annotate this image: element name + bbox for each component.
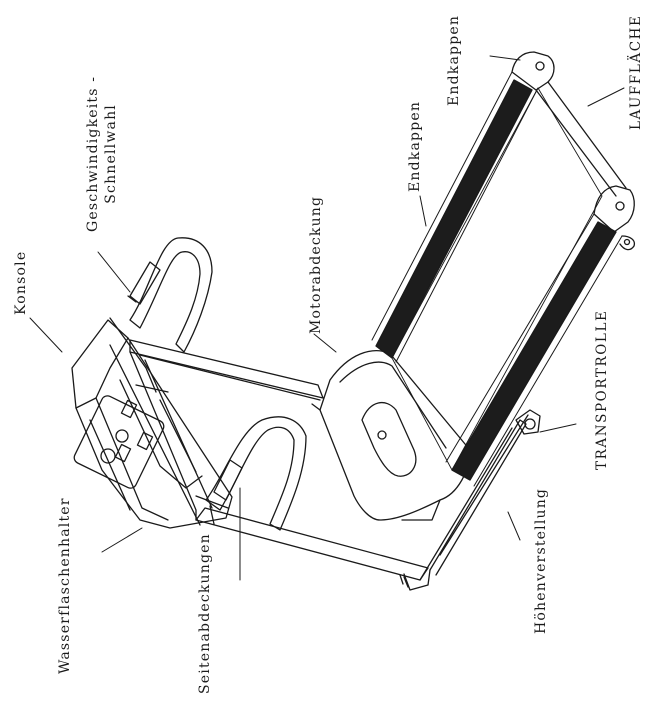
handlebar-lower xyxy=(195,416,307,531)
label-geschw-line1: Geschwindigkeits - xyxy=(85,75,101,232)
motor-cover xyxy=(311,350,471,521)
handlebar-upper xyxy=(127,237,213,353)
running-deck xyxy=(371,71,623,487)
leader-lines xyxy=(29,55,625,581)
label-hoehenverstellung: Höhenverstellung xyxy=(533,487,549,634)
label-konsole: Konsole xyxy=(13,250,29,315)
label-motorabdeckung: Motorabdeckung xyxy=(308,195,324,334)
transport-wheel xyxy=(515,409,541,435)
label-seitenabdeckungen: Seitenabdeckungen xyxy=(197,533,213,694)
console-body xyxy=(71,317,233,529)
label-geschwindigkeits-schnellwahl: Geschwindigkeits - Schnellwahl xyxy=(85,75,119,232)
label-transportrolle: TRANSPORTROLLE xyxy=(594,309,610,470)
label-wasserflaschenhalter: Wasserflaschenhalter xyxy=(57,497,73,674)
label-endkappen-top: Endkappen xyxy=(446,14,462,106)
rear-end-caps xyxy=(511,51,636,251)
label-endkappen-mid: Endkappen xyxy=(407,100,423,192)
uprights xyxy=(109,339,324,526)
label-laufflaeche: LAUFFLÄCHE xyxy=(628,14,644,131)
label-geschw-line2: Schnellwahl xyxy=(103,104,119,204)
base-frame xyxy=(195,414,529,591)
